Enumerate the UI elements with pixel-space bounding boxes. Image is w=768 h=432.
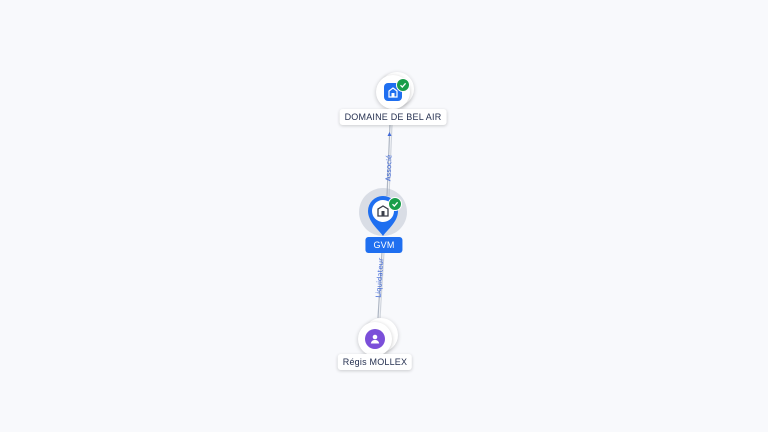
- company-building-icon: [377, 205, 389, 217]
- node-circle[interactable]: [358, 322, 392, 356]
- node-label-selected: GVM: [365, 237, 403, 253]
- node-label: DOMAINE DE BEL AIR: [339, 109, 447, 125]
- person-icon: [365, 329, 385, 349]
- edge-arrow: [387, 132, 392, 136]
- edge-label-liquidateur: Liquidateur: [375, 258, 386, 298]
- node-label: Régis MOLLEX: [337, 354, 413, 370]
- edge-center-bottom[interactable]: Liquidateur: [375, 251, 386, 319]
- verified-check-icon: [388, 197, 402, 211]
- verified-check-icon: [396, 78, 410, 92]
- edge-top-center[interactable]: Associé: [385, 123, 394, 197]
- edge-label-associe: Associé: [385, 155, 394, 182]
